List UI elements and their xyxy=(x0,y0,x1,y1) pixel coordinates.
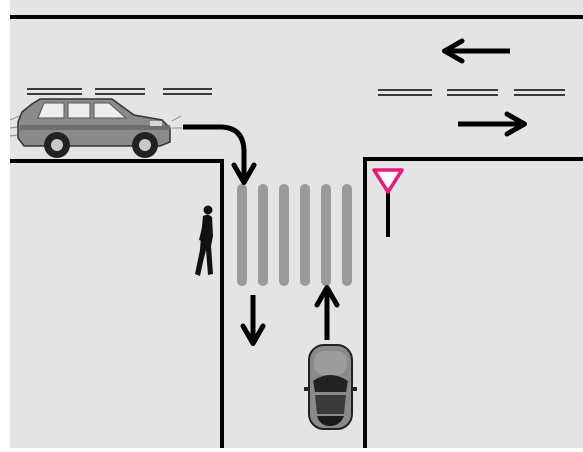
right-corner-kerb xyxy=(363,157,583,448)
yield-sign xyxy=(372,168,404,237)
left-corner-kerb xyxy=(10,159,224,448)
inverted-triangle-yield-sign-icon xyxy=(372,168,404,194)
car-top-view-icon xyxy=(304,344,357,430)
right-lane-divider xyxy=(378,89,565,96)
crosswalk xyxy=(237,184,352,286)
road-surface xyxy=(10,0,583,448)
walking-pedestrian-icon xyxy=(195,205,213,276)
left-lane-divider xyxy=(27,88,212,95)
turn-right-arrow-icon xyxy=(183,124,257,185)
station-wagon-car-icon xyxy=(9,98,182,158)
